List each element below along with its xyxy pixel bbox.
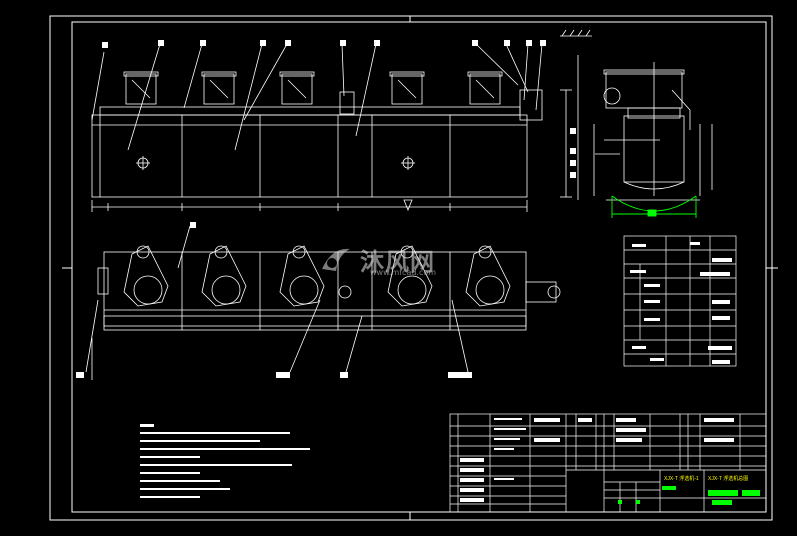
sheet-border bbox=[49, 15, 778, 521]
drawing-name: XJX-T 浮选机总图 bbox=[708, 475, 748, 482]
motor-units-front bbox=[123, 71, 503, 105]
bill-of-materials-table bbox=[449, 413, 767, 513]
side-view-dimensions bbox=[611, 195, 697, 218]
watermark: 沐风网 bbox=[318, 242, 435, 277]
plan-view bbox=[76, 222, 561, 380]
watermark-url: www.mfcad.com bbox=[370, 268, 437, 277]
watermark-logo-icon bbox=[322, 248, 350, 271]
drawing-code: XJX-T 浮选机-1 bbox=[664, 475, 699, 482]
watermark-brand: 沐风网 bbox=[360, 248, 435, 276]
technical-requirements-notes bbox=[140, 424, 310, 498]
title-block: XJX-T 浮选机-1 XJX-T 浮选机总图 bbox=[618, 475, 760, 505]
front-elevation-view bbox=[91, 29, 592, 212]
side-elevation-view bbox=[593, 62, 713, 201]
belt-drive-units bbox=[123, 245, 511, 307]
technical-parameter-table bbox=[623, 235, 737, 367]
